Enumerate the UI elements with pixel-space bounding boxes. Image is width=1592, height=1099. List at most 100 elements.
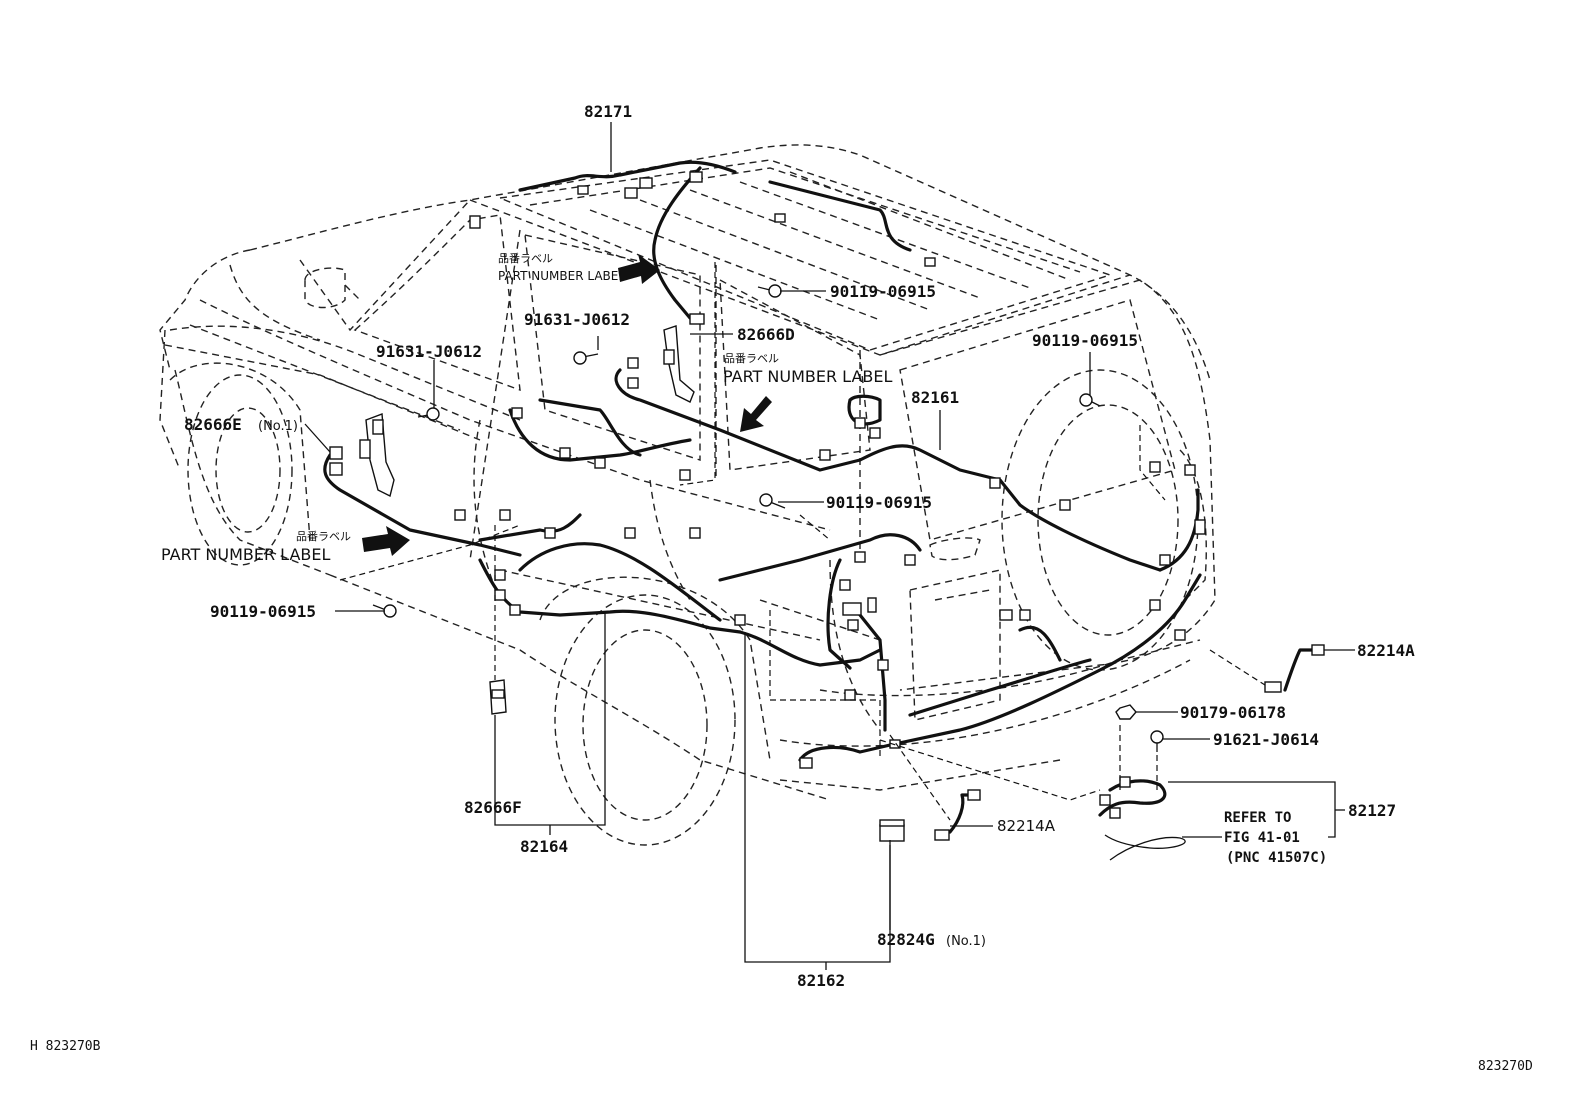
connector (924, 257, 936, 267)
connector (689, 313, 705, 325)
connector (1184, 464, 1196, 476)
connector (869, 427, 881, 439)
clip-82824G (879, 819, 905, 842)
connector (624, 187, 638, 199)
connector (967, 789, 981, 801)
part-82161: 82161 (911, 388, 959, 407)
part-82171: 82171 (584, 102, 632, 121)
bolt-91621 (1150, 730, 1164, 752)
connector (679, 469, 691, 481)
part-82666E: 82666E (184, 415, 242, 434)
connector (329, 446, 343, 460)
footer-code-left: H 823270B (30, 1039, 101, 1054)
part-82127: 82127 (1348, 801, 1396, 820)
connector (627, 377, 639, 389)
connector (454, 509, 466, 521)
connector (689, 171, 703, 183)
reference-line-3: (PNC 41507C) (1226, 850, 1327, 866)
part-82162: 82162 (797, 971, 845, 990)
leader-lines (304, 122, 1355, 970)
connector (1019, 609, 1031, 621)
connector (1194, 519, 1206, 535)
connector (774, 213, 786, 223)
connector (1119, 776, 1131, 788)
connector (1109, 807, 1121, 819)
connector (1311, 644, 1325, 656)
bolts (372, 284, 1164, 752)
part-82214A-bottom: 82214A (997, 817, 1056, 835)
connector (799, 757, 813, 769)
connector (494, 589, 506, 601)
connector (934, 829, 950, 841)
part-91621-J0614: 91621-J0614 (1213, 730, 1319, 749)
label-en-mid: PART NUMBER LABEL (723, 367, 892, 386)
connector (819, 449, 831, 461)
connector (989, 477, 1001, 489)
label-arrow-mid (740, 396, 772, 432)
connector (1149, 461, 1161, 473)
label-arrow-left (362, 526, 410, 556)
connector (1264, 681, 1282, 693)
part-labels: 82171 90119-06915 91631-J0612 82666D 901… (184, 102, 1415, 990)
connector (577, 185, 589, 195)
connector (594, 457, 606, 469)
harness-left-side (323, 398, 692, 557)
part-90179-06178: 90179-06178 (1180, 703, 1286, 722)
part-90119-06915-left: 90119-06915 (210, 602, 316, 621)
connector (889, 739, 901, 749)
label-arrow-top (618, 254, 660, 284)
connector (624, 527, 636, 539)
bolt-90119-mid (759, 493, 786, 509)
connector (639, 177, 653, 189)
connector (839, 579, 851, 591)
label-jp-mid: 品番ラベル (724, 352, 779, 365)
label-jp-top: 品番ラベル (498, 252, 553, 265)
reference-note: REFER TO FIG 41-01 (PNC 41507C) (1224, 810, 1327, 866)
connector (734, 614, 746, 626)
label-en-left: PART NUMBER LABEL (161, 545, 330, 564)
part-82666F: 82666F (464, 798, 522, 817)
connector (544, 527, 556, 539)
connector (904, 554, 916, 566)
connector (511, 407, 523, 419)
part-90119-06915-right: 90119-06915 (1032, 331, 1138, 350)
part-82824G: 82824G (877, 930, 935, 949)
connector (854, 551, 866, 563)
connector (509, 604, 521, 616)
connector (329, 462, 343, 476)
connector (559, 447, 571, 459)
part-82666E-suffix: (No.1) (258, 419, 298, 434)
harness-82164 (478, 542, 742, 634)
connector (499, 509, 511, 521)
connector (1059, 499, 1071, 511)
connector (627, 357, 639, 369)
connector (689, 527, 701, 539)
connector (469, 215, 481, 229)
bracket-82666F (489, 679, 507, 715)
bolt-90119-roof (757, 284, 782, 298)
bolt-91631-left (417, 407, 440, 421)
part-90119-06915-mid: 90119-06915 (826, 493, 932, 512)
connector (999, 609, 1013, 621)
part-90119-06915-roof: 90119-06915 (830, 282, 936, 301)
connector (1149, 599, 1161, 611)
harness-82161-floor (614, 368, 1200, 572)
harness-82171-roof (518, 160, 912, 320)
harness-82214A-bottom (948, 793, 977, 834)
part-91631-J0612-center: 91631-J0612 (524, 310, 630, 329)
harness-82162 (718, 533, 922, 732)
harness-82214A-right (1283, 648, 1317, 692)
connector (1159, 554, 1171, 566)
connector (854, 417, 866, 429)
part-91631-J0612-left: 91631-J0612 (376, 342, 482, 361)
bracket-82666E (359, 413, 395, 498)
part-82824G-suffix: (No.1) (946, 934, 986, 949)
part-number-label-notes: 品番ラベル PART NUMBER LABEL 品番ラベル PART NUMBE… (161, 252, 892, 564)
part-82666D: 82666D (737, 325, 795, 344)
connector (877, 659, 889, 671)
connector (1174, 629, 1186, 641)
part-82214A-right: 82214A (1357, 641, 1415, 660)
connector (844, 689, 856, 701)
label-en-top: PART NUMBER LABEL (498, 269, 625, 283)
